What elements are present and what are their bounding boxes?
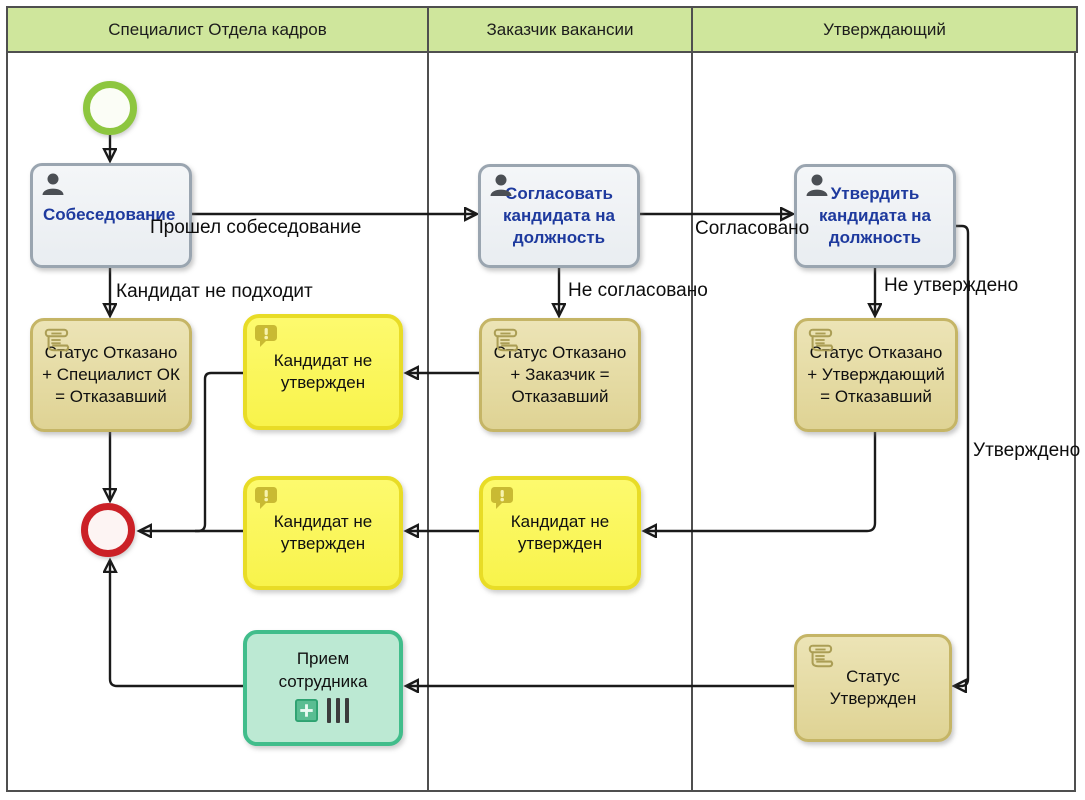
- edge-label-passed-interview: Прошел собеседование: [150, 217, 362, 238]
- flow-script-approver-to-note: [645, 432, 877, 531]
- edge-label-agreed: Согласовано: [695, 218, 810, 239]
- script-status-rejected-customer-label: Статус Отказано + Заказчик = Отказавший: [493, 342, 627, 407]
- user-icon: [488, 173, 514, 202]
- end-event-circle: [81, 503, 135, 557]
- lane-title: Заказчик вакансии: [486, 19, 634, 39]
- script-status-rejected-approver: Статус Отказано + Утверждающий = Отказав…: [794, 318, 958, 432]
- script-status-rejected-hr-label: Статус Отказано + Специалист ОК = Отказа…: [42, 342, 180, 407]
- lane-title: Утверждающий: [823, 19, 946, 39]
- flow-approved: [955, 224, 970, 686]
- edge-label-not-agreed: Не согласовано: [568, 280, 708, 301]
- note-candidate-not-approved-mid: Кандидат не утвержден: [243, 476, 403, 590]
- script-icon: [489, 327, 521, 358]
- exclamation-bubble-icon: [254, 324, 280, 354]
- task-approve-candidate-approver-label: Утвердить кандидата на должность: [819, 183, 931, 248]
- lane-header-vacancy-customer: Заказчик вакансии: [427, 6, 693, 53]
- note-candidate-not-approved-top: Кандидат не утвержден: [243, 314, 403, 430]
- task-approve-candidate-customer-label: Согласовать кандидата на должность: [503, 183, 615, 248]
- lane-header-hr-specialist: Специалист Отдела кадров: [6, 6, 429, 53]
- subprocess-hire-employee-label: Прием сотрудника: [278, 649, 368, 691]
- lane-title: Специалист Отдела кадров: [108, 19, 327, 39]
- exclamation-bubble-icon: [254, 486, 280, 516]
- script-status-approved: Статус Утвержден: [794, 634, 952, 742]
- script-status-rejected-approver-label: Статус Отказано + Утверждающий = Отказав…: [807, 342, 945, 407]
- plus-square-icon: [295, 698, 318, 727]
- task-interview-label: Собеседование: [43, 205, 176, 225]
- user-icon: [804, 173, 830, 202]
- script-status-rejected-hr: Статус Отказано + Специалист ОК = Отказа…: [30, 318, 192, 432]
- note-candidate-not-approved-label: Кандидат не утвержден: [273, 350, 373, 392]
- note-candidate-not-approved-label: Кандидат не утвержден: [510, 511, 610, 553]
- edge-label-candidate-not-suitable: Кандидат не подходит: [116, 281, 313, 302]
- note-candidate-not-approved-label: Кандидат не утвержден: [273, 511, 373, 553]
- lane-divider-2: [691, 6, 693, 792]
- script-status-rejected-customer: Статус Отказано + Заказчик = Отказавший: [479, 318, 641, 432]
- script-icon: [804, 327, 836, 358]
- flow-hire-to-end: [110, 561, 243, 688]
- edge-label-approved: Утверждено: [973, 440, 1081, 461]
- task-interview: Собеседование: [30, 163, 192, 268]
- exclamation-bubble-icon: [490, 486, 516, 516]
- subprocess-hire-employee: Прием сотрудника: [243, 630, 403, 746]
- lane-header-approver: Утверждающий: [691, 6, 1078, 53]
- script-status-approved-label: Статус Утвержден: [829, 666, 917, 708]
- subprocess-markers: [295, 697, 351, 728]
- edge-label-not-approved: Не утверждено: [884, 275, 1019, 296]
- note-candidate-not-approved-customer: Кандидат не утвержден: [479, 476, 641, 590]
- script-icon: [804, 643, 836, 674]
- lane-divider-1: [427, 6, 429, 792]
- flow-note-top-to-end-elbow: [195, 371, 243, 533]
- user-icon: [40, 172, 66, 201]
- task-approve-candidate-approver: Утвердить кандидата на должность: [794, 164, 956, 268]
- script-icon: [40, 327, 72, 358]
- parallel-bars-icon: [325, 697, 351, 728]
- start-event-circle: [83, 81, 137, 135]
- task-approve-candidate-customer: Согласовать кандидата на должность: [478, 164, 640, 268]
